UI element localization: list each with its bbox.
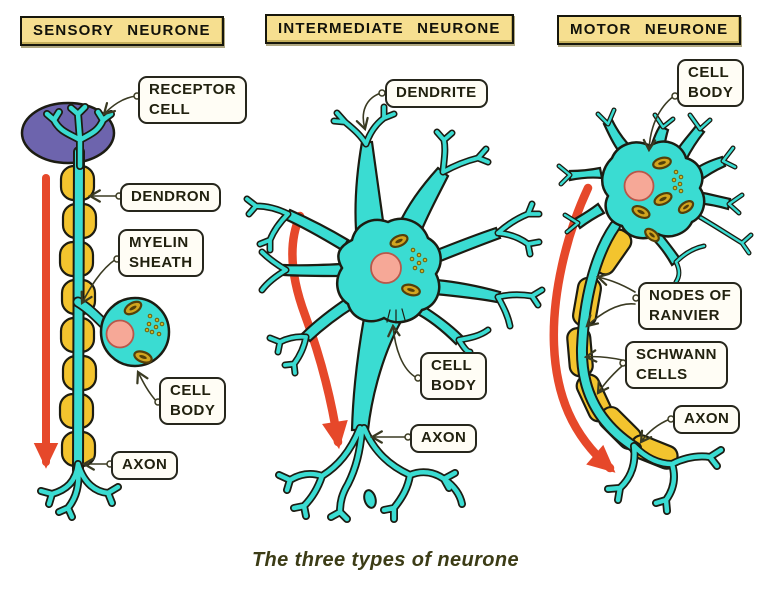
intermediate-axon-shape (350, 314, 406, 432)
label-schwann-cells: SCHWANN CELLS (625, 341, 728, 389)
intermediate-neurone-drawing (243, 103, 546, 523)
label-dendron: DENDRON (120, 183, 222, 212)
motor-nucleus (623, 170, 655, 202)
impulse-direction-arrow (549, 183, 616, 473)
diagram-caption: The three types of neurone (251, 549, 520, 571)
dendrite-branches (282, 140, 502, 346)
intermediate-organelles (389, 233, 428, 297)
label-axon-intermediate: AXON (410, 424, 478, 453)
label-receptor-cell: RECEPTOR CELL (138, 76, 248, 124)
label-nodes-of-ranvier: NODES OF RANVIER (638, 282, 743, 330)
label-axon-motor: AXON (673, 405, 741, 434)
golgi-dots (671, 169, 684, 194)
intermediate-nucleus (370, 252, 402, 284)
golgi-dots (144, 313, 165, 337)
golgi-dots (409, 247, 428, 274)
motor-organelles (631, 156, 695, 243)
sensory-nucleus (105, 319, 135, 349)
label-cell-body-motor: CELL BODY (677, 59, 745, 107)
sensory-axon-terminals (37, 460, 122, 521)
header-sensory-neurone: SENSORY NEURONE (20, 16, 224, 46)
sensory-neurone-drawing (20, 101, 171, 521)
label-axon-sensory: AXON (111, 451, 179, 480)
sensory-organelles (123, 300, 165, 364)
intermediate-axon-terminals (275, 424, 466, 523)
motor-axon-terminals (604, 442, 725, 515)
label-connectors (82, 89, 679, 468)
connector-dots (106, 89, 679, 468)
header-intermediate-neurone: INTERMEDIATE NEURONE (265, 14, 514, 44)
label-cell-body-intermediate: CELL BODY (420, 352, 488, 400)
label-cell-body-sensory: CELL BODY (159, 377, 227, 425)
label-dendrite: DENDRITE (385, 79, 488, 108)
impulse-direction-arrow (288, 211, 348, 450)
header-motor-neurone: MOTOR NEURONE (557, 15, 742, 45)
motor-neurone-drawing (549, 107, 754, 515)
dendrite-fork-tips (243, 103, 546, 377)
label-myelin-sheath: MYELIN SHEATH (118, 229, 204, 277)
receptor-branches (43, 103, 115, 170)
